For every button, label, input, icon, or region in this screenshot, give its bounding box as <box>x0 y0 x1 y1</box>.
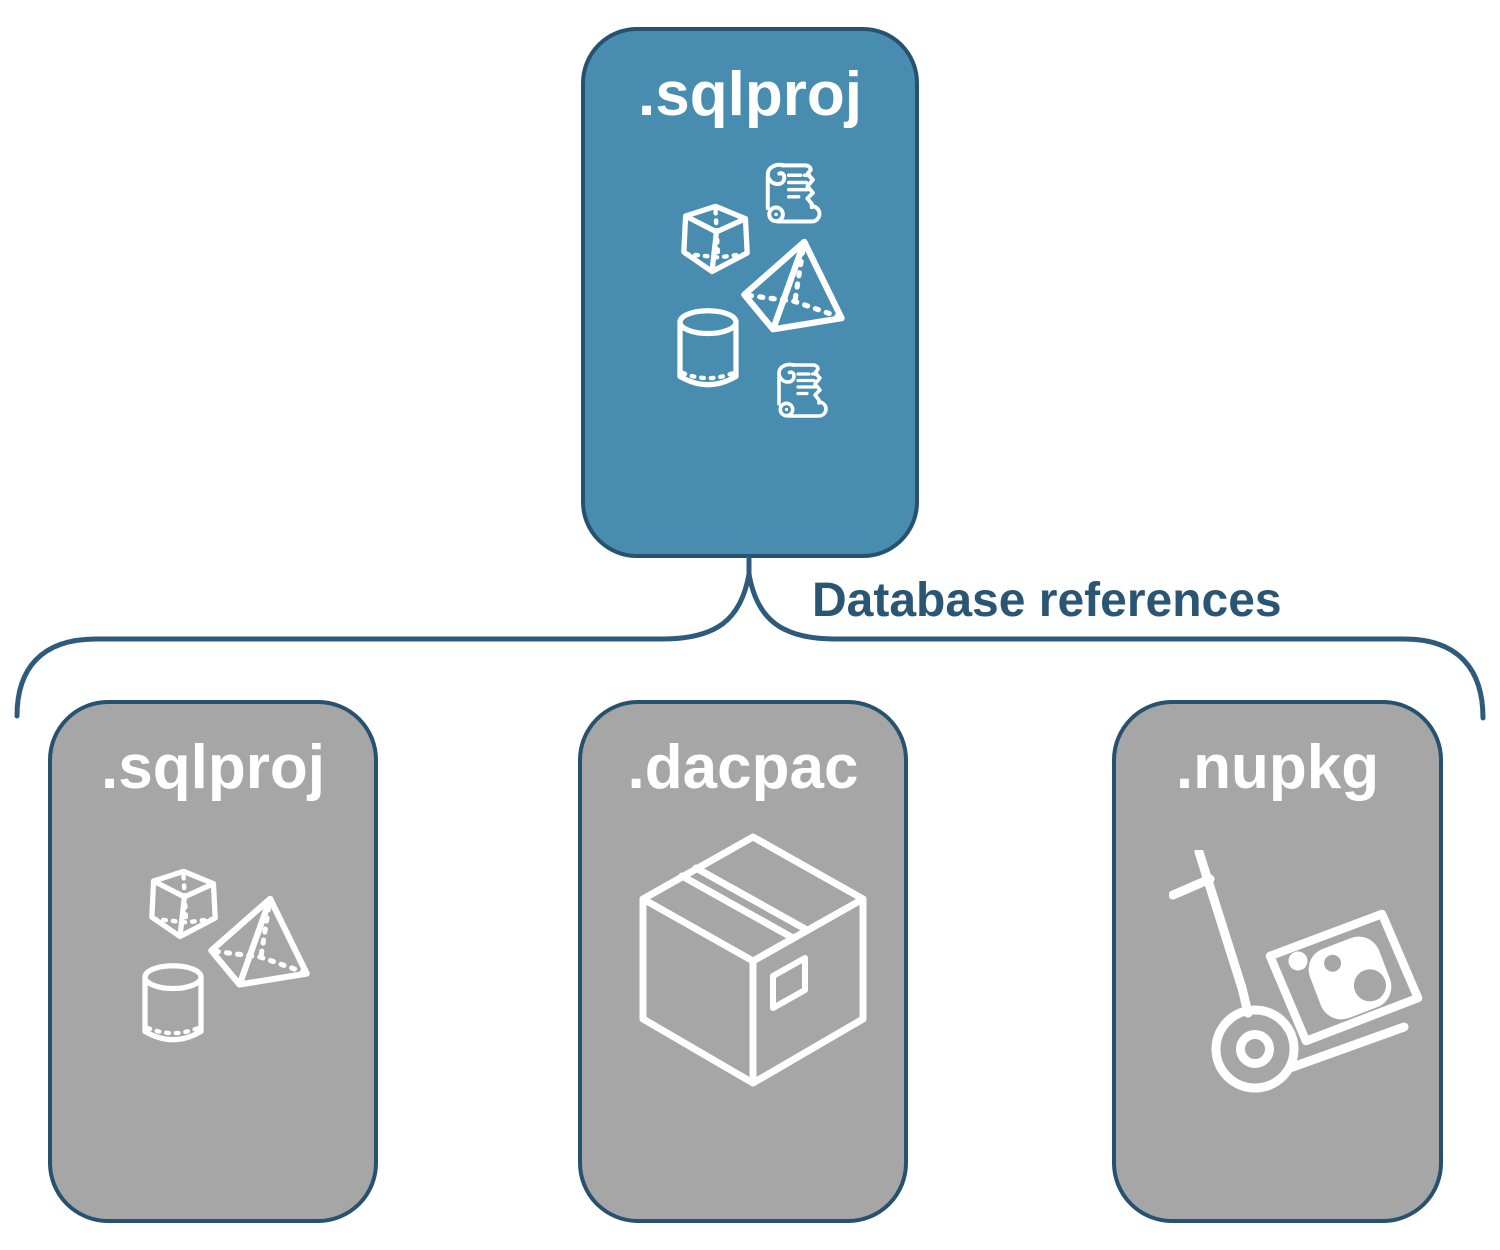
root-card-title: .sqlproj <box>638 60 862 129</box>
root-card-sqlproj: .sqlproj <box>581 27 919 558</box>
script-scroll-icon <box>777 362 828 418</box>
pyramid-icon <box>205 894 319 996</box>
pyramid-icon <box>738 237 854 341</box>
child-card-title: .sqlproj <box>101 733 325 802</box>
child-card-dacpac: .dacpac <box>578 700 908 1223</box>
nuget-handtruck-icon <box>1169 850 1424 1095</box>
database-cylinder-icon <box>673 307 743 395</box>
child-card-sqlproj: .sqlproj <box>48 700 378 1223</box>
child-card-title: .nupkg <box>1175 733 1380 802</box>
database-cylinder-icon <box>138 962 208 1050</box>
script-scroll-icon <box>765 162 822 224</box>
package-box-icon <box>633 830 873 1092</box>
child-card-title: .dacpac <box>627 733 859 802</box>
child-card-nupkg: .nupkg <box>1112 700 1443 1223</box>
connector-label: Database references <box>812 574 1282 627</box>
